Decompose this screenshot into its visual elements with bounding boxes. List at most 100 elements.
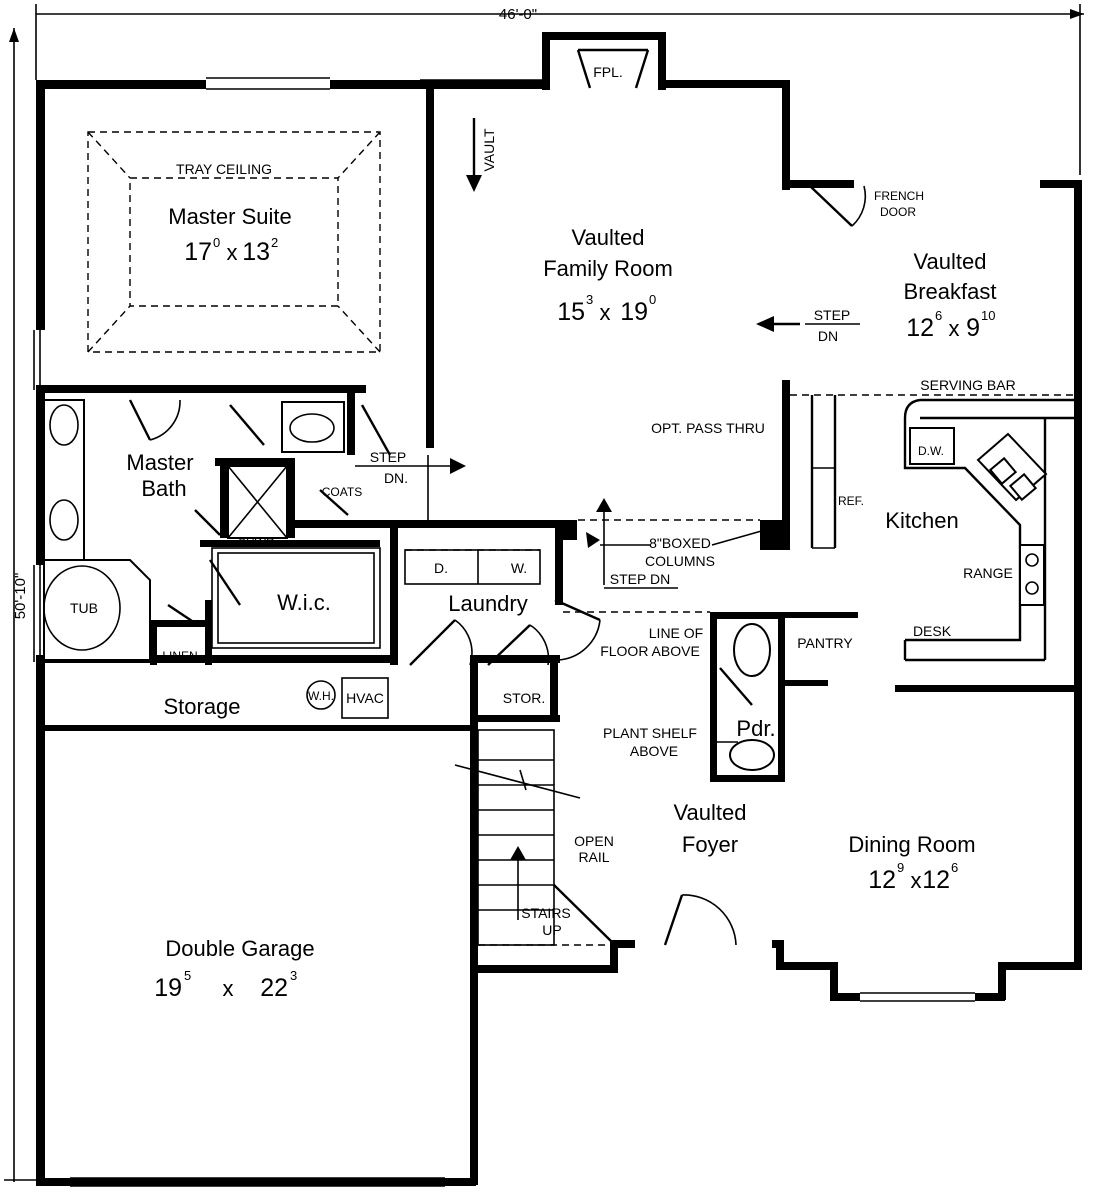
dimension-width: 46'-0" bbox=[499, 6, 537, 23]
garage-x: x bbox=[223, 976, 234, 1001]
ref-label: REF. bbox=[838, 494, 864, 508]
step-dn-label-1: STEP bbox=[814, 307, 851, 323]
dryer-label: D. bbox=[434, 560, 448, 576]
line-floor-above-2: FLOOR ABOVE bbox=[600, 643, 700, 659]
dining-w: 12 bbox=[868, 866, 896, 894]
family-room-d: 19 bbox=[620, 298, 648, 326]
vault-indicator bbox=[466, 118, 482, 192]
dining-x: x bbox=[911, 868, 922, 893]
fireplace-label: FPL. bbox=[593, 64, 623, 80]
breakfast-name-2: Breakfast bbox=[904, 279, 997, 304]
foyer-name-1: Vaulted bbox=[674, 800, 747, 825]
laundry-fixtures bbox=[404, 549, 710, 666]
foyer-name-2: Foyer bbox=[682, 832, 738, 857]
french-door bbox=[809, 185, 867, 227]
tub-label: TUB bbox=[70, 600, 98, 616]
opt-pass-thru-label: OPT. PASS THRU bbox=[651, 420, 765, 436]
breakfast-w-in: 6 bbox=[935, 308, 942, 323]
master-suite-x: x bbox=[227, 240, 238, 265]
family-room-d-in: 0 bbox=[649, 292, 656, 307]
room-garage: Double Garage 19 5 x 22 3 bbox=[154, 936, 314, 1002]
breakfast-d: 9 bbox=[966, 314, 980, 342]
room-foyer: Vaulted Foyer bbox=[674, 800, 747, 857]
room-family-room: Vaulted Family Room 15 3 x 19 0 bbox=[543, 225, 673, 326]
family-room-name-1: Vaulted bbox=[572, 225, 645, 250]
french-door-label-2: DOOR bbox=[880, 205, 916, 219]
kitchen-name: Kitchen bbox=[885, 508, 958, 533]
room-master-bath: Master Bath bbox=[126, 450, 193, 501]
master-bath-fixtures bbox=[43, 399, 392, 661]
master-bath-name-2: Bath bbox=[141, 476, 186, 501]
dining-w-in: 9 bbox=[897, 860, 904, 875]
serving-bar-label: SERVING BAR bbox=[920, 377, 1015, 393]
garage-w: 19 bbox=[154, 974, 182, 1002]
family-room-x: x bbox=[600, 300, 611, 325]
plant-shelf-label-1: PLANT SHELF bbox=[603, 725, 697, 741]
breakfast-w: 12 bbox=[906, 314, 934, 342]
storage-fixtures bbox=[306, 677, 389, 719]
garage-d: 22 bbox=[260, 974, 288, 1002]
vault-label: VAULT bbox=[481, 128, 497, 171]
laundry-name: Laundry bbox=[448, 591, 528, 616]
storage-name: Storage bbox=[163, 694, 240, 719]
breakfast-d-in: 10 bbox=[981, 308, 995, 323]
master-suite-w-in: 0 bbox=[213, 235, 220, 250]
master-suite-d-in: 2 bbox=[271, 235, 278, 250]
family-room-w-in: 3 bbox=[586, 292, 593, 307]
washer-label: W. bbox=[511, 560, 527, 576]
tray-ceiling bbox=[87, 131, 381, 353]
plant-shelf-label-2: ABOVE bbox=[630, 743, 678, 759]
stairs-up-label-2: UP bbox=[542, 922, 561, 938]
pantry-label: PANTRY bbox=[797, 635, 853, 651]
stor-label: STOR. bbox=[503, 690, 546, 706]
master-suite-w: 17 bbox=[184, 238, 212, 266]
foyer-fixtures bbox=[454, 623, 775, 946]
french-door-label-1: FRENCH bbox=[874, 189, 924, 203]
dining-d: 12 bbox=[922, 866, 950, 894]
boxed-columns bbox=[578, 498, 772, 589]
dimension-lines bbox=[4, 4, 1084, 1182]
range-label: RANGE bbox=[963, 565, 1013, 581]
step-dn-arrow bbox=[756, 316, 860, 332]
family-room-name-2: Family Room bbox=[543, 256, 673, 281]
master-bath-name-1: Master bbox=[126, 450, 193, 475]
water-heater-label: W.H. bbox=[308, 689, 334, 703]
coats-label: COATS bbox=[322, 485, 362, 499]
step-dn-master-label-1: STEP bbox=[370, 449, 407, 465]
step-dn-hall-label: STEP DN bbox=[610, 571, 670, 587]
hvac-label: HVAC bbox=[346, 690, 384, 706]
dw-label: D.W. bbox=[918, 444, 944, 458]
open-rail-label-2: RAIL bbox=[578, 849, 609, 865]
linen-label: LINEN bbox=[162, 649, 197, 663]
step-dn-master-label-2: DN. bbox=[384, 470, 408, 486]
dining-d-in: 6 bbox=[951, 860, 958, 875]
shower-label: SHWR. bbox=[238, 536, 278, 550]
step-dn-master-arrow bbox=[355, 455, 466, 520]
open-rail-label-1: OPEN bbox=[574, 833, 614, 849]
room-breakfast: Vaulted Breakfast 12 6 x 9 10 bbox=[904, 249, 997, 342]
stairs-up-label-1: STAIRS bbox=[521, 905, 571, 921]
wic-name: W.i.c. bbox=[277, 590, 331, 615]
walls bbox=[33, 32, 1082, 1186]
master-suite-name: Master Suite bbox=[168, 204, 292, 229]
garage-d-in: 3 bbox=[290, 968, 297, 983]
step-dn-label-2: DN bbox=[818, 328, 838, 344]
powder-name: Pdr. bbox=[736, 716, 775, 741]
garage-w-in: 5 bbox=[184, 968, 191, 983]
room-dining: Dining Room 12 9 x 12 6 bbox=[848, 832, 975, 894]
dimension-depth: 50'-10" bbox=[12, 573, 29, 620]
master-suite-d: 13 bbox=[242, 238, 270, 266]
kitchen-counters bbox=[790, 394, 1074, 662]
boxed-columns-label-2: COLUMNS bbox=[645, 553, 715, 569]
boxed-columns-label-1: 8"BOXED bbox=[649, 535, 711, 551]
dining-name: Dining Room bbox=[848, 832, 975, 857]
desk-label: DESK bbox=[913, 623, 952, 639]
family-room-w: 15 bbox=[557, 298, 585, 326]
breakfast-name-1: Vaulted bbox=[914, 249, 987, 274]
garage-name: Double Garage bbox=[165, 936, 314, 961]
tray-ceiling-label: TRAY CEILING bbox=[176, 161, 272, 177]
room-master-suite: Master Suite 17 0 x 13 2 bbox=[168, 204, 292, 266]
line-floor-above-1: LINE OF bbox=[649, 625, 703, 641]
windows bbox=[70, 77, 1082, 1187]
